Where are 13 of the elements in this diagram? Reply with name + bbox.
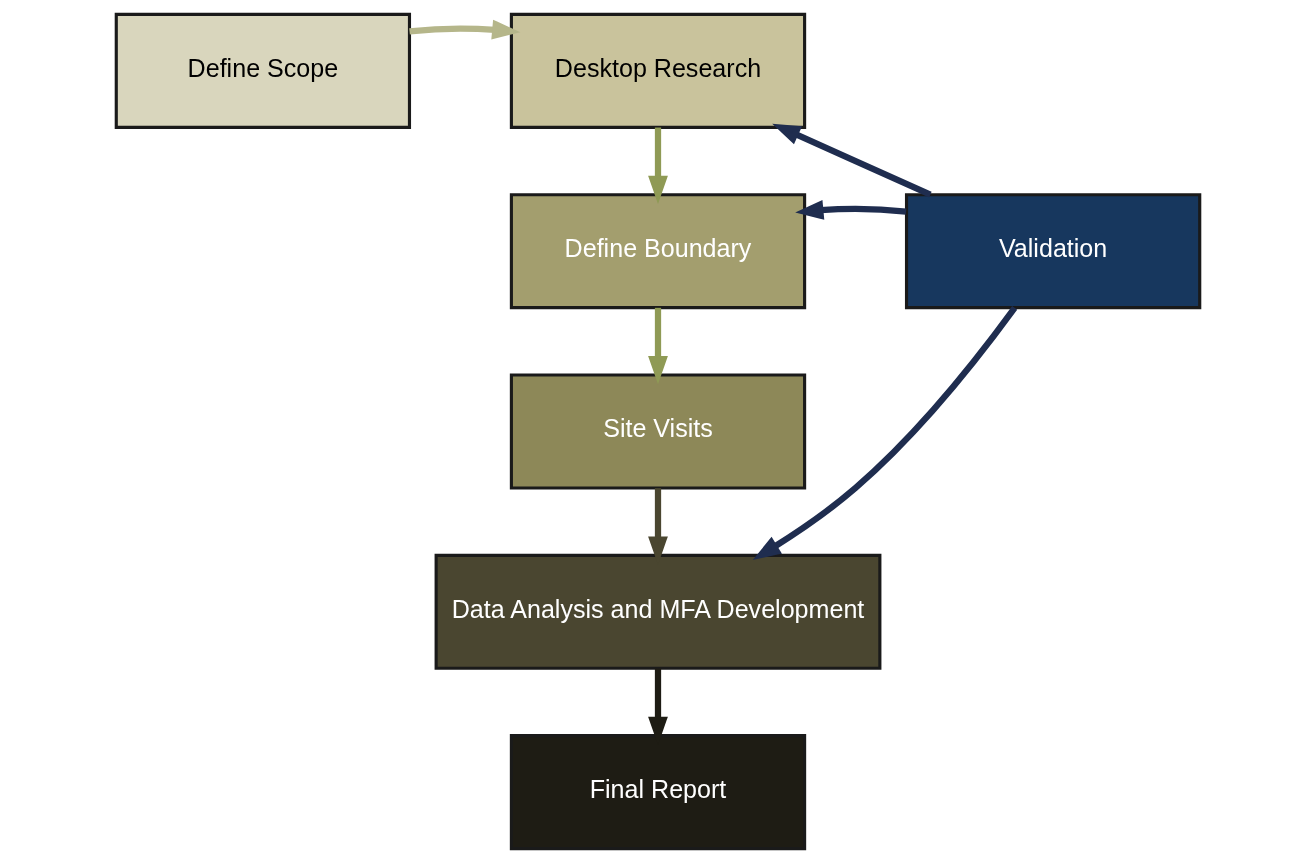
- arrow: [772, 123, 932, 198]
- node-box: Desktop Research: [509, 12, 807, 129]
- node-box: Define Boundary: [509, 193, 807, 310]
- arrow: [648, 127, 668, 205]
- node-box: Site Visits: [509, 373, 807, 490]
- arrow: [409, 19, 521, 40]
- arrow: [795, 200, 907, 220]
- node-box: Validation: [904, 193, 1202, 310]
- node-box: Final Report: [509, 734, 807, 851]
- arrow: [648, 307, 668, 385]
- arrow: [752, 306, 1018, 561]
- node-box: Data Analysis and MFA Development: [434, 553, 882, 670]
- node-box: Define Scope: [114, 12, 412, 129]
